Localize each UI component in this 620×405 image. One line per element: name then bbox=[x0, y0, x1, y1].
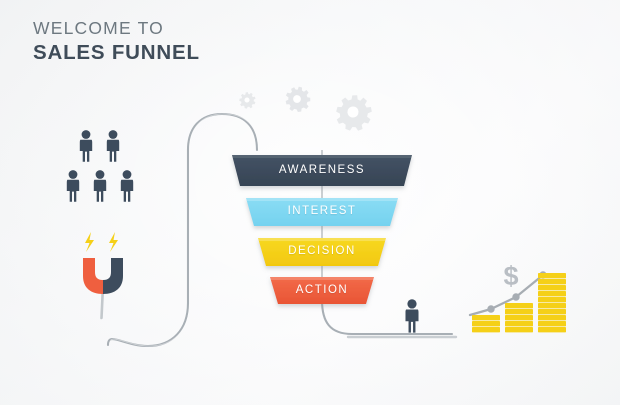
person-icon bbox=[405, 299, 419, 333]
title-line-headline: SALES FUNNEL bbox=[33, 41, 200, 65]
funnel-stage-decision[interactable] bbox=[258, 238, 386, 266]
spark-icon bbox=[85, 232, 94, 252]
magnet-body bbox=[83, 258, 123, 294]
funnel-stage-label-interest: INTEREST bbox=[287, 205, 357, 217]
pipe-left-loop-highlight bbox=[108, 113, 259, 347]
funnel-stage-label-awareness: AWARENESS bbox=[278, 164, 366, 176]
dollar-sign-icon: $ bbox=[503, 261, 518, 291]
coin-stack-icon-2 bbox=[505, 303, 533, 333]
title-line-welcome: WELCOME TO bbox=[33, 18, 164, 38]
pipe-left-loop bbox=[106, 112, 259, 348]
trend-line bbox=[468, 273, 545, 317]
funnel-stage-awareness[interactable] bbox=[232, 155, 412, 186]
funnel-stage-interest[interactable] bbox=[246, 198, 398, 226]
funnel-stage-label-decision: DECISION bbox=[288, 245, 356, 257]
coin-stack-icon-1 bbox=[472, 315, 500, 333]
page-title: WELCOME TO SALES FUNNEL bbox=[33, 18, 200, 66]
pipe-outlet bbox=[320, 298, 454, 336]
coin-stack-icon-3 bbox=[538, 273, 566, 333]
spark-icon bbox=[109, 232, 118, 252]
funnel-stage-label-action: ACTION bbox=[295, 284, 349, 296]
spark-icon-group bbox=[85, 232, 118, 252]
funnel-stage-action[interactable] bbox=[270, 277, 374, 304]
